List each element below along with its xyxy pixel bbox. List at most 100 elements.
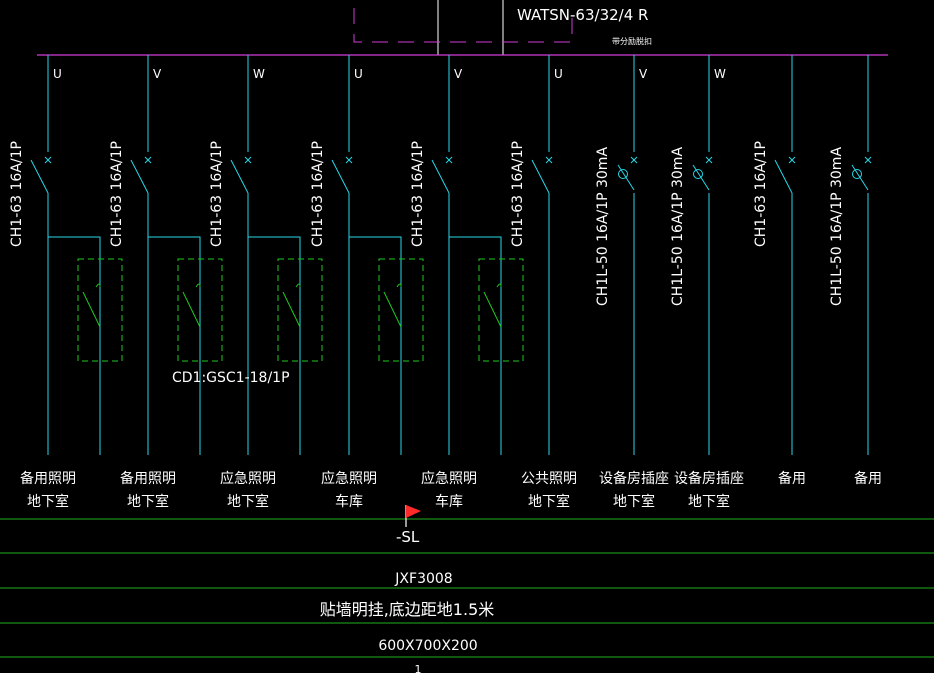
phase-label: W [253, 67, 265, 81]
breaker-blade [30, 159, 49, 194]
breaker-label: CH1-63 16A/1P [510, 141, 526, 247]
circuit-label-line1: 备用 [854, 470, 882, 487]
phase-label: V [454, 67, 463, 81]
breaker-mark [545, 156, 553, 164]
contactor-mark [95, 283, 101, 288]
breaker-label: CH1-63 16A/1P [9, 141, 25, 247]
phase-label: W [714, 67, 726, 81]
contactor-mark [195, 283, 201, 288]
phase-label: V [639, 67, 648, 81]
phase-label: U [53, 67, 62, 81]
circuit-9: CH1-63 16A/1P 备用 [753, 55, 806, 487]
breaker-blade [851, 164, 869, 191]
circuit-label-line2: 地下室 [528, 493, 570, 510]
ats-frame [353, 8, 573, 43]
breaker-blade [531, 159, 550, 194]
circuit-label-line2: 地下室 [613, 493, 655, 510]
sl-label: -SL [396, 528, 420, 546]
incoming-section: WATSN-63/32/4 R 带分励脱扣 [37, 0, 888, 56]
contactor-branch [48, 236, 101, 455]
contactor-branch [449, 236, 502, 455]
breaker-blade [617, 164, 635, 191]
circuit-label-line1: 设备房插座 [674, 470, 744, 487]
circuit-label-line2: 地下室 [227, 493, 269, 510]
breaker-label: CH1L-50 16A/1P 30mA [670, 147, 686, 306]
circuit-label-line1: 应急照明 [220, 470, 276, 487]
rcd-symbol [693, 169, 703, 179]
contactor-blade [383, 291, 402, 328]
circuit-label-line1: 备用照明 [120, 470, 176, 487]
contactor-blade [82, 291, 101, 328]
contactor-mark [396, 283, 402, 288]
circuit-label-line2: 车库 [435, 493, 463, 510]
breaker-label: CH1-63 16A/1P [310, 141, 326, 247]
breaker-mark [44, 156, 52, 164]
footer: -SL JXF3008 贴墙明挂,底边距地1.5米 600X700X200 1 [0, 505, 934, 673]
breaker-mark [445, 156, 453, 164]
circuit-label-line1: 备用 [778, 470, 806, 487]
install-label: 贴墙明挂,底边距地1.5米 [320, 600, 495, 619]
breaker-label: CH1-63 16A/1P [410, 141, 426, 247]
breaker-mark [345, 156, 353, 164]
contactor-mark [295, 283, 301, 288]
breaker-blade [130, 159, 149, 194]
breaker-label: CH1L-50 16A/1P 30mA [829, 147, 845, 306]
breaker-mark [864, 156, 872, 164]
contactor-mark [496, 283, 502, 288]
rcd-symbol [618, 169, 628, 179]
box-model-label: JXF3008 [394, 571, 452, 587]
flag-icon [406, 505, 421, 518]
breaker-blade [431, 159, 450, 194]
breaker-label: CH1-63 16A/1P [109, 141, 125, 247]
circuit-label-line1: 备用照明 [20, 470, 76, 487]
circuit-label-line1: 公共照明 [521, 471, 577, 487]
size-label: 600X700X200 [378, 638, 477, 654]
contactor-blade [483, 291, 502, 328]
breaker-blade [692, 164, 710, 191]
phase-label: U [554, 67, 563, 81]
phase-label: V [153, 67, 162, 81]
ats-model-label: WATSN-63/32/4 R [517, 6, 648, 24]
contactor-branch [248, 236, 301, 455]
bottom-label: 1 [415, 663, 422, 673]
breaker-label: CH1L-50 16A/1P 30mA [595, 147, 611, 306]
contactor-box [478, 258, 524, 362]
ats-note-label: 带分励脱扣 [612, 36, 652, 46]
rcd-symbol [852, 169, 862, 179]
breaker-mark [630, 156, 638, 164]
breaker-blade [774, 159, 793, 194]
contactor-label: CD1:GSC1-18/1P [172, 370, 290, 386]
circuit-label-line2: 车库 [335, 493, 363, 510]
circuit-label-line2: 地下室 [127, 493, 169, 510]
circuit-label-line2: 地下室 [688, 493, 730, 510]
circuit-label-line1: 应急照明 [321, 470, 377, 487]
breaker-mark [705, 156, 713, 164]
circuit-label-line2: 地下室 [27, 493, 69, 510]
breaker-mark [244, 156, 252, 164]
contactor-blade [282, 291, 301, 328]
phase-label: U [354, 67, 363, 81]
breaker-label: CH1-63 16A/1P [753, 141, 769, 247]
circuit-10: CH1L-50 16A/1P 30mA 备用 [829, 55, 882, 487]
circuit-label-line1: 设备房插座 [599, 470, 669, 487]
contactor-box [177, 258, 223, 362]
contactor-branch [349, 236, 402, 455]
contactor-branch [148, 236, 201, 455]
breaker-mark [788, 156, 796, 164]
circuit-label-line1: 应急照明 [421, 470, 477, 487]
contactor-box [77, 258, 123, 362]
breaker-blade [331, 159, 350, 194]
contactor-box [277, 258, 323, 362]
breaker-mark [144, 156, 152, 164]
breaker-label: CH1-63 16A/1P [209, 141, 225, 247]
contactor-box [378, 258, 424, 362]
